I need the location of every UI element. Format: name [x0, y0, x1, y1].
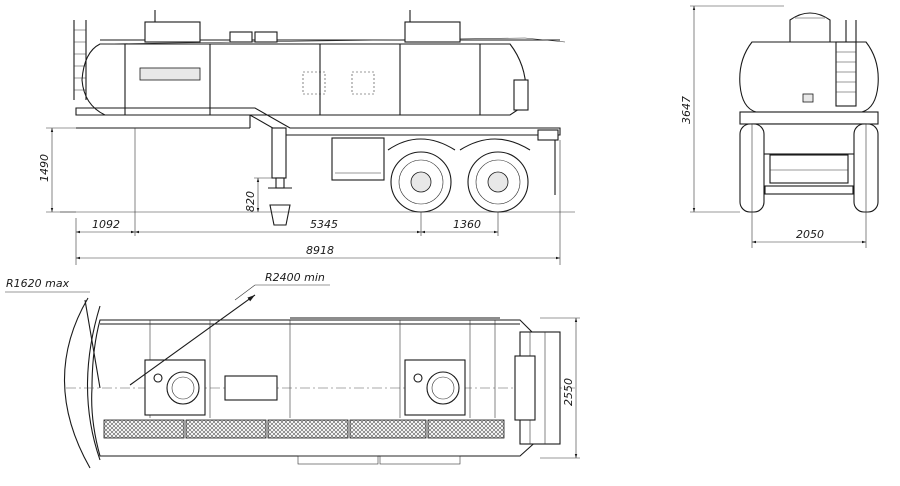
top-view-dimensions: R1620 max R2400 min 2550	[5, 271, 580, 459]
side-view	[60, 10, 575, 226]
dim-track-width: 2050	[796, 228, 824, 241]
rear-view-dimensions: 3647 2050	[680, 5, 867, 248]
dim-axle-spread: 1360	[453, 218, 481, 231]
turning-radius-front: R1620 max	[6, 277, 70, 290]
turning-radius-inner: R2400 min	[265, 271, 325, 284]
dim-wheelbase: 5345	[310, 218, 338, 231]
dim-height-820: 820	[244, 191, 257, 212]
dim-overall-width: 2550	[562, 378, 575, 406]
dim-overall-length: 8918	[306, 244, 334, 257]
dim-height-1490: 1490	[38, 154, 51, 182]
dim-overall-height: 3647	[680, 96, 693, 124]
top-view	[63, 294, 575, 469]
rear-view	[739, 12, 879, 213]
dim-front-overhang: 1092	[92, 218, 120, 231]
side-view-dimensions: 1092 5345 1360 8918 1490 820	[38, 127, 561, 265]
